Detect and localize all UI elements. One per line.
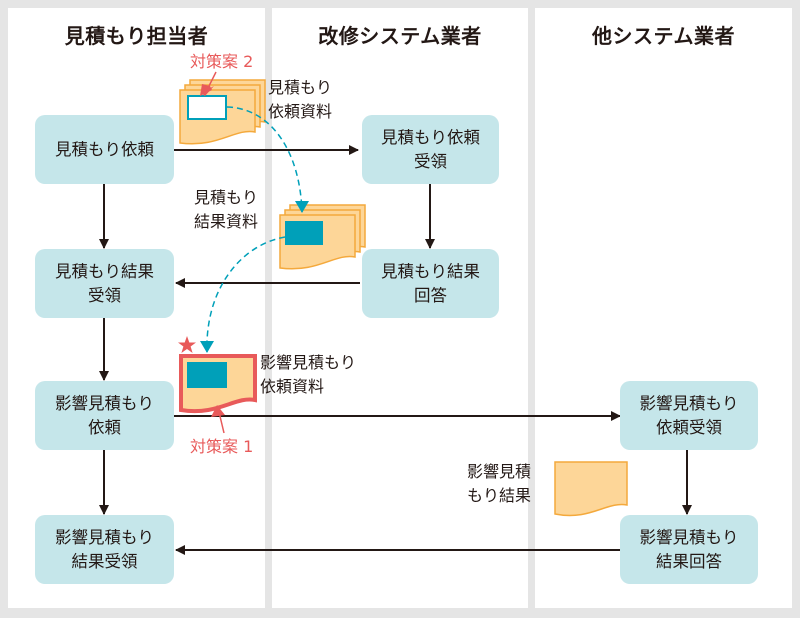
- box-estimate-request: 見積もり依頼: [35, 115, 174, 184]
- box-estimate-result-receipt: 見積もり結果 受領: [35, 249, 174, 318]
- box-estimate-request-receipt: 見積もり依頼 受領: [362, 115, 499, 184]
- label-estimate-request-doc: 見積もり 依頼資料: [268, 78, 333, 121]
- box-impact-estimate-request-receipt: 影響見積もり 依頼受領: [620, 381, 758, 450]
- label-impact-request-doc: 影響見積もり 依頼資料: [260, 353, 357, 396]
- label-impact-result-doc: 影響見積 もり結果: [467, 462, 532, 505]
- box-impact-estimate-result-answer: 影響見積もり 結果回答: [620, 515, 758, 584]
- lane-title-estimator: 見積もり担当者: [64, 24, 209, 48]
- box-impact-estimate-result-receipt: 影響見積もり 結果受領: [35, 515, 174, 584]
- box-estimate-result-answer: 見積もり結果 回答: [362, 249, 499, 318]
- label-countermeasure-1: 対策案 1: [190, 437, 254, 456]
- label-countermeasure-2: 対策案 2: [190, 52, 254, 71]
- box-impact-estimate-request: 影響見積もり 依頼: [35, 381, 174, 450]
- lane-title-modifying-vendor: 改修システム業者: [318, 24, 482, 48]
- lane-title-other-vendor: 他システム業者: [592, 24, 735, 48]
- label-estimate-result-doc: 見積もり 結果資料: [194, 188, 259, 231]
